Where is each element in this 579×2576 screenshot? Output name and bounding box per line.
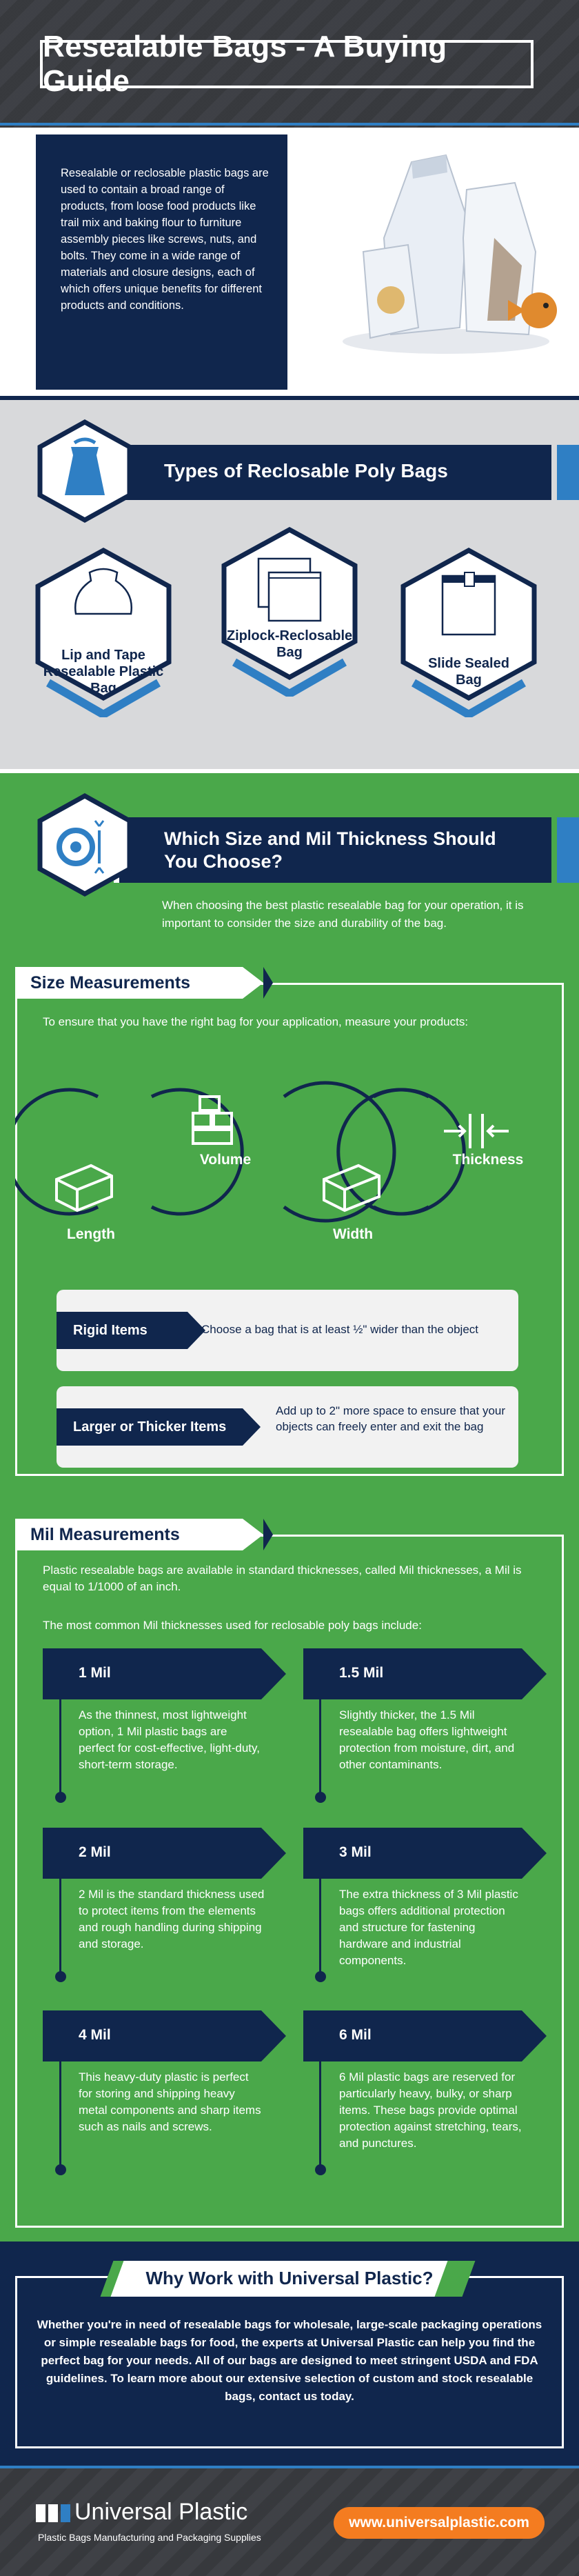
mil-arrow-3: 2 Mil (43, 1828, 286, 1879)
mil-arrow-1: 1 Mil (43, 1648, 286, 1699)
mil-tab: Mil Measurements (15, 1519, 273, 1550)
mil-label-4: 3 Mil (339, 1844, 372, 1860)
label-thickness: Thickness (452, 1152, 524, 1168)
mil-desc-2: Slightly thicker, the 1.5 Mil resealable… (339, 1708, 515, 1771)
intro-text-box: Resealable or reclosable plastic bags ar… (36, 134, 287, 390)
label-length: Length (67, 1226, 115, 1242)
rigid-items-desc: Choose a bag that is at least ½" wider t… (201, 1323, 479, 1336)
larger-items-tag: Larger or Thicker Items (73, 1419, 227, 1435)
mil-dot-5 (55, 2164, 66, 2175)
type-label-2-line1: Ziplock-Reclosable (226, 628, 353, 643)
mil-line-2 (319, 1697, 321, 1797)
measurement-loops (15, 1081, 509, 1223)
types-title: Types of Reclosable Poly Bags (164, 460, 448, 481)
mil-label-2: 1.5 Mil (339, 1665, 384, 1681)
mil-arrow-6: 6 Mil (303, 2010, 547, 2061)
section-divider (0, 396, 579, 400)
mil-label-6: 6 Mil (339, 2027, 372, 2043)
mil-desc-3: 2 Mil is the standard thickness used to … (79, 1888, 265, 1950)
mil-panel (15, 1535, 564, 2228)
mil-label-1: 1 Mil (79, 1665, 111, 1681)
size-title: Which Size and Mil Thickness Should You … (164, 828, 496, 872)
why-text: Whether you're in need of resealable bag… (37, 2318, 542, 2403)
mil-dot-1 (55, 1792, 66, 1803)
title-box: Resealable Bags - A Buying Guide (40, 30, 534, 98)
types-banner-accent (557, 445, 579, 500)
label-volume: Volume (199, 1152, 252, 1168)
header: Resealable Bags - A Buying Guide (0, 0, 579, 128)
mil-dot-6 (315, 2164, 326, 2175)
bags-photo (287, 134, 579, 390)
type-label-1-line1: Lip and Tape (61, 648, 145, 663)
mil-desc-6: 6 Mil plastic bags are reserved for part… (339, 2070, 522, 2150)
mil-arrow-5: 4 Mil (43, 2010, 286, 2061)
page-title: Resealable Bags - A Buying Guide (43, 30, 447, 98)
type-card-ziplock: Ziplock-Reclosable Bag (214, 524, 365, 699)
mil-line-1 (59, 1697, 61, 1797)
label-width: Width (332, 1226, 374, 1242)
website-url[interactable]: www.universalplastic.com (349, 2515, 529, 2530)
mil-dot-4 (315, 1971, 326, 1982)
mil-label-3: 2 Mil (79, 1844, 111, 1860)
size-divider (0, 769, 579, 773)
type-label-3-line2: Bag (456, 672, 482, 688)
mil-line-6 (319, 2059, 321, 2169)
size-banner-accent (557, 817, 579, 883)
mil-title: Mil Measurements (30, 1525, 180, 1544)
intro-text: Resealable or reclosable plastic bags ar… (61, 167, 269, 312)
type-label-1-line3: Bag (90, 681, 116, 696)
type-card-slide-sealed: Slide Sealed Bag (393, 545, 545, 719)
size-banner: Which Size and Mil Thickness Should You … (114, 817, 551, 883)
mil-dot-3 (55, 1971, 66, 1982)
type-label-2-line2: Bag (276, 645, 303, 660)
logo-icon (36, 2504, 70, 2522)
mil-line-4 (319, 1876, 321, 1976)
bag-hex-icon (33, 419, 136, 523)
size-measurements-title: Size Measurements (30, 973, 191, 992)
type-label-3-line1: Slide Sealed (428, 656, 509, 671)
mil-dot-2 (315, 1792, 326, 1803)
types-banner: Types of Reclosable Poly Bags (110, 445, 551, 500)
footer: Universal Plastic Plastic Bags Manufactu… (0, 2466, 579, 2576)
measure-intro: To ensure that you have the right bag fo… (43, 1015, 469, 1028)
rigid-items-card: Rigid Items Choose a bag that is at leas… (57, 1290, 518, 1371)
larger-items-card: Larger or Thicker Items Add up to 2" mor… (57, 1386, 518, 1468)
footer-stripe (0, 2466, 579, 2468)
size-measurements-panel (15, 983, 564, 1476)
header-pattern (0, 0, 579, 128)
rigid-items-tag: Rigid Items (73, 1323, 148, 1338)
mil-line-3 (59, 1876, 61, 1976)
logo-tagline: Plastic Bags Manufacturing and Packaging… (38, 2532, 261, 2543)
size-intro: When choosing the best plastic resealabl… (162, 899, 524, 930)
mil-line-5 (59, 2059, 61, 2169)
mil-label-5: 4 Mil (79, 2027, 111, 2043)
mil-intro: Plastic resealable bags are available in… (43, 1564, 522, 1593)
roll-hex-icon (33, 792, 136, 897)
larger-items-desc: Add up to 2" more space to ensure that y… (276, 1404, 506, 1433)
mil-arrow-2: 1.5 Mil (303, 1648, 547, 1699)
logo-name: Universal Plastic (74, 2499, 248, 2525)
website-button[interactable]: www.universalplastic.com (334, 2507, 545, 2539)
type-card-lip-tape: Lip and Tape Resealable Plastic Bag (28, 545, 179, 719)
mil-desc-1: As the thinnest, most lightweight option… (79, 1708, 260, 1771)
mil-desc-5: This heavy-duty plastic is perfect for s… (79, 2070, 261, 2133)
header-stripe (0, 123, 579, 126)
size-measurements-tab: Size Measurements (15, 967, 273, 999)
mil-intro-2: The most common Mil thicknesses used for… (43, 1619, 422, 1632)
why-title: Why Work with Universal Plastic? (145, 2268, 434, 2288)
type-label-1-line2: Resealable Plastic (43, 664, 164, 679)
mil-desc-4: The extra thickness of 3 Mil plastic bag… (339, 1888, 518, 1967)
mil-arrow-4: 3 Mil (303, 1828, 547, 1879)
